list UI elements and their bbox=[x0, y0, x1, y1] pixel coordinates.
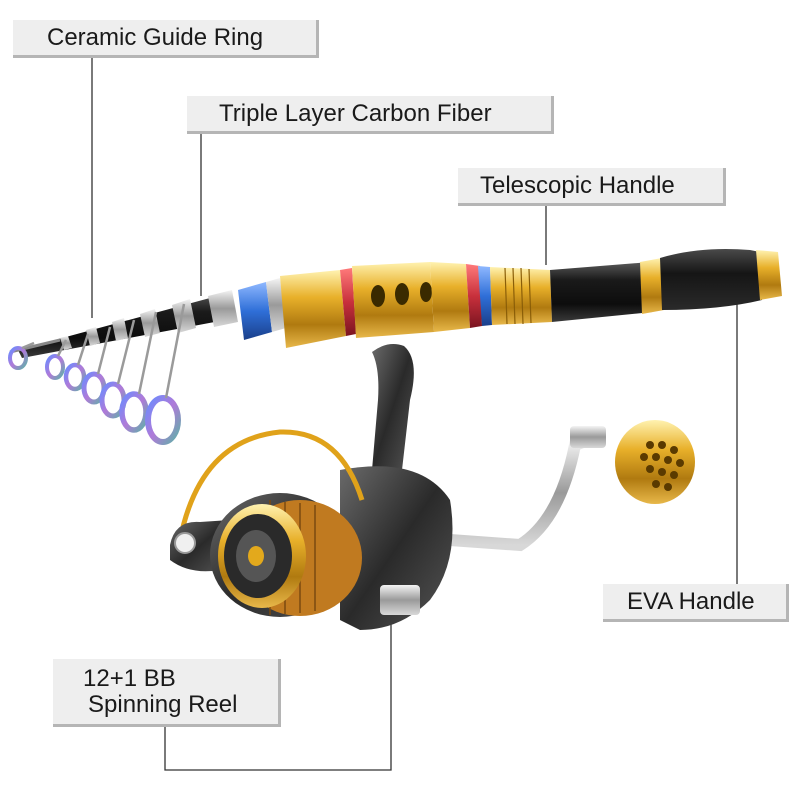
reel-stem bbox=[372, 344, 414, 470]
eva-grip bbox=[660, 249, 762, 310]
spinning-reel-label: 12+1 BB Spinning Reel bbox=[53, 659, 281, 727]
eva-handle-text: EVA Handle bbox=[627, 587, 755, 615]
telescopic-handle-label: Telescopic Handle bbox=[458, 168, 726, 206]
carbon-fiber-label: Triple Layer Carbon Fiber bbox=[187, 96, 554, 134]
rod-blank bbox=[9, 290, 238, 358]
reel-handle bbox=[444, 420, 695, 552]
telescopic-handle bbox=[550, 262, 652, 322]
eva-handle-label: EVA Handle bbox=[603, 584, 789, 622]
guide-ring-label: Ceramic Guide Ring bbox=[13, 20, 319, 58]
guide-rings bbox=[8, 346, 181, 445]
telescopic-handle-text: Telescopic Handle bbox=[480, 171, 675, 199]
reel-seat bbox=[238, 262, 552, 348]
leader-lines bbox=[91, 58, 738, 771]
carbon-fiber-text: Triple Layer Carbon Fiber bbox=[219, 99, 492, 127]
guide-frames bbox=[21, 303, 186, 399]
guide-ring-text: Ceramic Guide Ring bbox=[47, 23, 264, 51]
reel-label-line2: Spinning Reel bbox=[88, 690, 238, 718]
spinning-reel bbox=[170, 429, 453, 630]
reel-label-line1: 12+1 BB bbox=[83, 664, 176, 692]
